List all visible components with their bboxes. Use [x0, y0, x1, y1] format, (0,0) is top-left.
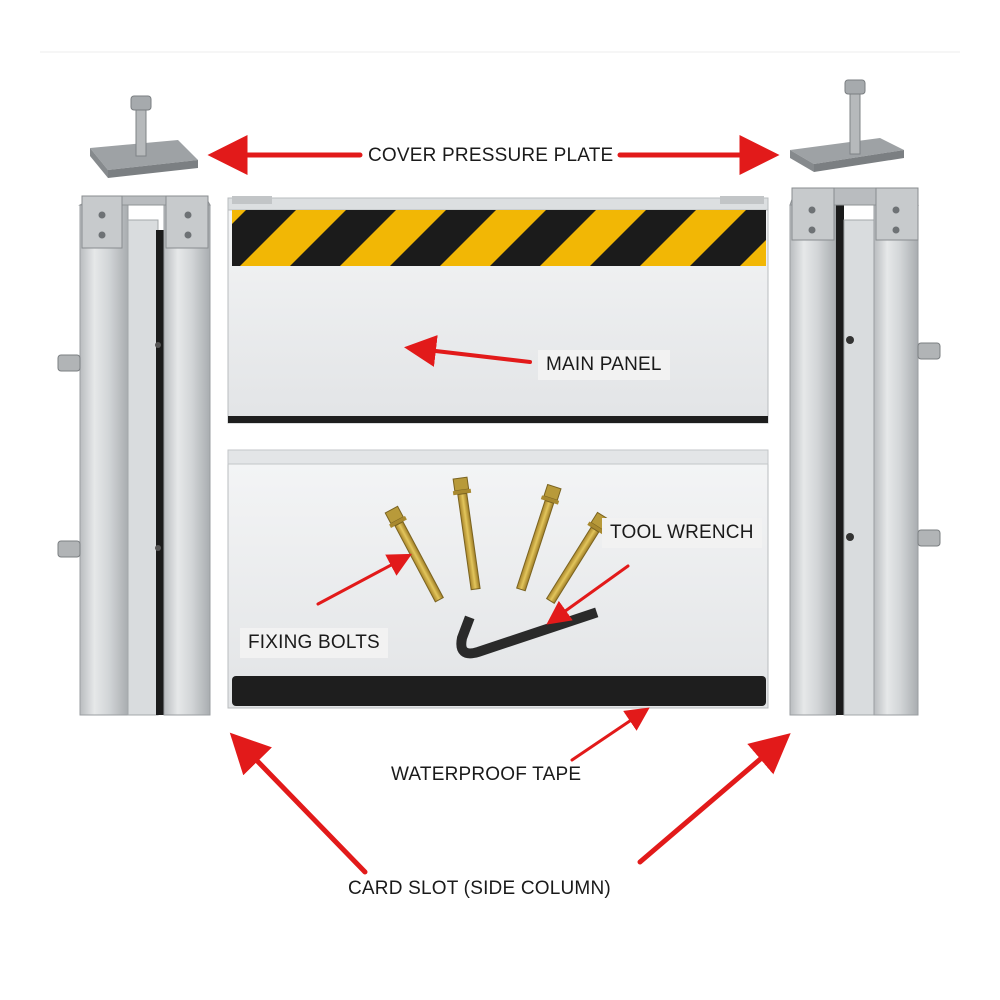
arrow-main-panel — [404, 335, 532, 367]
cover-pressure-plate-right — [790, 79, 904, 172]
arrow-card-slot-right — [637, 733, 791, 865]
fixing-bolt-2 — [452, 476, 481, 591]
fixing-bolt-1 — [384, 505, 444, 603]
annotation-arrows — [207, 135, 791, 875]
arrow-waterproof-tape — [570, 707, 650, 762]
side-column-right — [789, 187, 941, 716]
arrow-tool-wrench — [546, 564, 630, 625]
main-panel-top — [227, 196, 769, 424]
main-panel-bottom — [227, 449, 769, 709]
arrow-fixing-bolts — [316, 553, 412, 606]
cover-pressure-plate-left — [90, 95, 198, 178]
tool-wrench — [456, 607, 599, 659]
label-waterproof-tape: WATERPROOF TAPE — [391, 764, 582, 785]
label-main-panel: MAIN PANEL — [538, 350, 670, 380]
label-tool-wrench: TOOL WRENCH — [602, 518, 762, 548]
side-column-left — [57, 195, 211, 716]
waterproof-tape-strip — [232, 676, 766, 706]
arrow-card-slot-left — [229, 732, 368, 875]
label-fixing-bolts: FIXING BOLTS — [240, 628, 388, 658]
fixing-bolt-3 — [516, 483, 562, 592]
hazard-stripe — [232, 210, 766, 266]
label-card-slot: CARD SLOT (SIDE COLUMN) — [348, 878, 611, 899]
label-cover-pressure-plate: COVER PRESSURE PLATE — [368, 145, 614, 166]
